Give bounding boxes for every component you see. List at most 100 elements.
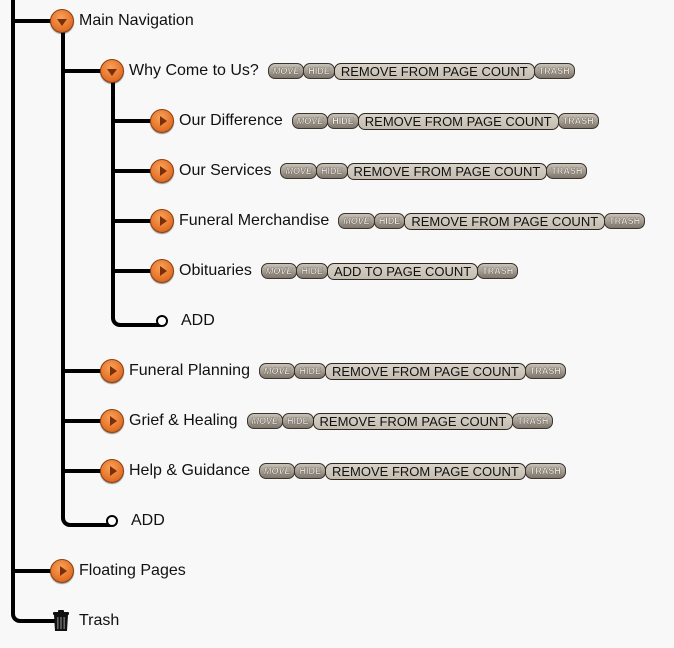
tree-connector [111, 169, 151, 173]
node-label[interactable]: Funeral Planning [129, 362, 250, 379]
hide-button[interactable]: HIDE [303, 63, 335, 79]
trash-button[interactable]: TRASH [524, 463, 566, 479]
node-actions: MOVE HIDE REMOVE FROM PAGE COUNT TRASH [258, 362, 566, 380]
tree-node-main-navigation: Main Navigation [50, 8, 194, 34]
page-count-button[interactable]: REMOVE FROM PAGE COUNT [333, 62, 535, 80]
tree-connector-level1-end [61, 500, 111, 527]
hide-button[interactable]: HIDE [294, 463, 326, 479]
expand-toggle-button[interactable] [100, 409, 124, 433]
triangle-right-icon [109, 416, 117, 426]
expand-toggle-button[interactable] [50, 559, 74, 583]
node-label[interactable]: Our Difference [179, 112, 283, 129]
add-node-icon[interactable] [156, 315, 168, 327]
expand-toggle-button[interactable] [150, 109, 174, 133]
move-button[interactable]: MOVE [267, 63, 305, 79]
tree-node-funeral-merchandise: Funeral Merchandise MOVE HIDE REMOVE FRO… [150, 208, 646, 234]
page-count-button[interactable]: REMOVE FROM PAGE COUNT [357, 112, 559, 130]
tree-node-floating-pages: Floating Pages [50, 558, 186, 584]
hide-button[interactable]: HIDE [373, 213, 406, 229]
tree-node-obituaries: Obituaries MOVE HIDE ADD TO PAGE COUNT T… [150, 258, 519, 284]
move-button[interactable]: MOVE [258, 363, 296, 379]
node-label[interactable]: Help & Guidance [129, 462, 250, 479]
tree-connector [61, 469, 101, 473]
node-actions: MOVE HIDE REMOVE FROM PAGE COUNT TRASH [267, 62, 575, 80]
node-label[interactable]: Our Services [179, 162, 272, 179]
move-button[interactable]: MOVE [291, 113, 329, 129]
tree-node-trash: Trash [52, 608, 119, 634]
move-button[interactable]: MOVE [260, 263, 298, 279]
tree-connector [111, 269, 151, 273]
move-button[interactable]: MOVE [258, 463, 296, 479]
trash-button[interactable]: TRASH [477, 263, 519, 279]
expand-toggle-button[interactable] [150, 259, 174, 283]
node-label[interactable]: Obituaries [179, 262, 252, 279]
move-button[interactable]: MOVE [246, 413, 284, 429]
node-label[interactable]: Grief & Healing [129, 412, 238, 429]
move-button[interactable]: MOVE [280, 163, 317, 179]
trash-button[interactable]: TRASH [557, 113, 599, 129]
node-label[interactable]: Main Navigation [79, 12, 194, 29]
expand-toggle-button[interactable] [150, 209, 174, 233]
page-count-button[interactable]: ADD TO PAGE COUNT [326, 262, 479, 280]
add-page-why-come-to-us[interactable]: ADD [156, 308, 215, 334]
trash-button[interactable]: TRASH [604, 213, 646, 229]
node-actions: MOVE HIDE REMOVE FROM PAGE COUNT TRASH [280, 162, 588, 180]
add-label[interactable]: ADD [181, 312, 215, 329]
node-label[interactable]: Funeral Merchandise [179, 212, 330, 229]
trash-button[interactable]: TRASH [546, 163, 588, 179]
tree-connector [61, 369, 101, 373]
collapse-toggle-button[interactable] [50, 9, 74, 33]
triangle-right-icon [59, 566, 67, 576]
expand-toggle-button[interactable] [150, 159, 174, 183]
tree-connector [11, 19, 51, 23]
hide-button[interactable]: HIDE [315, 163, 348, 179]
tree-node-why-come-to-us: Why Come to Us? MOVE HIDE REMOVE FROM PA… [100, 58, 575, 84]
tree-connector [61, 69, 101, 73]
hide-button[interactable]: HIDE [327, 113, 359, 129]
trash-button[interactable]: TRASH [533, 63, 575, 79]
triangle-down-icon [107, 68, 117, 76]
hide-button[interactable]: HIDE [282, 413, 314, 429]
page-count-button[interactable]: REMOVE FROM PAGE COUNT [346, 162, 548, 180]
tree-connector-root-end [11, 600, 55, 623]
expand-toggle-button[interactable] [100, 459, 124, 483]
page-count-button[interactable]: REMOVE FROM PAGE COUNT [325, 462, 526, 480]
hide-button[interactable]: HIDE [296, 263, 328, 279]
page-count-button[interactable]: REMOVE FROM PAGE COUNT [325, 362, 526, 380]
add-page-main-navigation[interactable]: ADD [106, 508, 165, 534]
triangle-right-icon [109, 466, 117, 476]
add-label[interactable]: ADD [131, 512, 165, 529]
hide-button[interactable]: HIDE [294, 363, 326, 379]
expand-toggle-button[interactable] [100, 359, 124, 383]
tree-connector-level2-end [111, 300, 161, 327]
triangle-right-icon [159, 166, 167, 176]
triangle-right-icon [159, 116, 167, 126]
tree-connector [111, 119, 151, 123]
collapse-toggle-button[interactable] [100, 59, 124, 83]
tree-connector-root [11, 0, 15, 612]
node-actions: MOVE HIDE REMOVE FROM PAGE COUNT TRASH [338, 212, 646, 230]
node-label[interactable]: Trash [79, 612, 120, 629]
triangle-right-icon [159, 216, 167, 226]
triangle-right-icon [159, 266, 167, 276]
node-label[interactable]: Floating Pages [79, 562, 186, 579]
trash-can-icon[interactable] [52, 610, 70, 632]
triangle-right-icon [109, 366, 117, 376]
tree-connector [11, 569, 51, 573]
node-actions: MOVE HIDE REMOVE FROM PAGE COUNT TRASH [246, 412, 554, 430]
tree-node-help-guidance: Help & Guidance MOVE HIDE REMOVE FROM PA… [100, 458, 566, 484]
page-count-button[interactable]: REMOVE FROM PAGE COUNT [312, 412, 514, 430]
tree-connector [61, 419, 101, 423]
triangle-down-icon [57, 18, 67, 26]
tree-node-our-services: Our Services MOVE HIDE REMOVE FROM PAGE … [150, 158, 588, 184]
node-label[interactable]: Why Come to Us? [129, 62, 259, 79]
move-button[interactable]: MOVE [338, 213, 375, 229]
page-count-button[interactable]: REMOVE FROM PAGE COUNT [404, 212, 606, 230]
node-actions: MOVE HIDE ADD TO PAGE COUNT TRASH [260, 262, 519, 280]
tree-node-grief-healing: Grief & Healing MOVE HIDE REMOVE FROM PA… [100, 408, 554, 434]
trash-button[interactable]: TRASH [512, 413, 554, 429]
trash-button[interactable]: TRASH [524, 363, 566, 379]
node-actions: MOVE HIDE REMOVE FROM PAGE COUNT TRASH [291, 112, 599, 130]
tree-node-funeral-planning: Funeral Planning MOVE HIDE REMOVE FROM P… [100, 358, 566, 384]
add-node-icon[interactable] [106, 515, 118, 527]
